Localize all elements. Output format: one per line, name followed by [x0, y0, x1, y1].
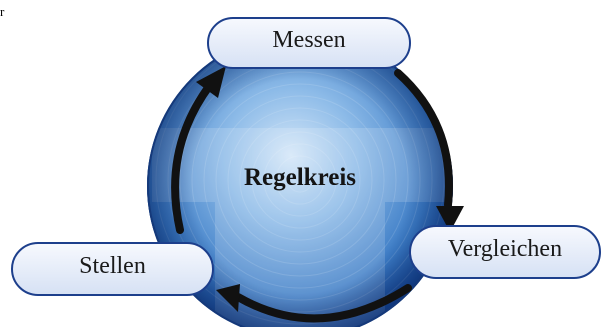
arrowheads — [196, 66, 464, 312]
cycle-arrows — [171, 69, 453, 323]
arrowhead-stellen — [216, 284, 240, 312]
arrow-vergleichen-to-stellen — [234, 284, 412, 323]
arrow-stellen-to-messen — [171, 81, 214, 234]
node-messen — [207, 17, 411, 69]
arrowhead-vergleichen — [436, 206, 464, 232]
node-vergleichen — [409, 225, 601, 279]
arrow-messen-to-vergleichen — [394, 69, 453, 209]
arrowhead-messen — [196, 66, 226, 98]
regelkreis-sphere — [147, 33, 453, 327]
node-stellen — [11, 242, 214, 296]
